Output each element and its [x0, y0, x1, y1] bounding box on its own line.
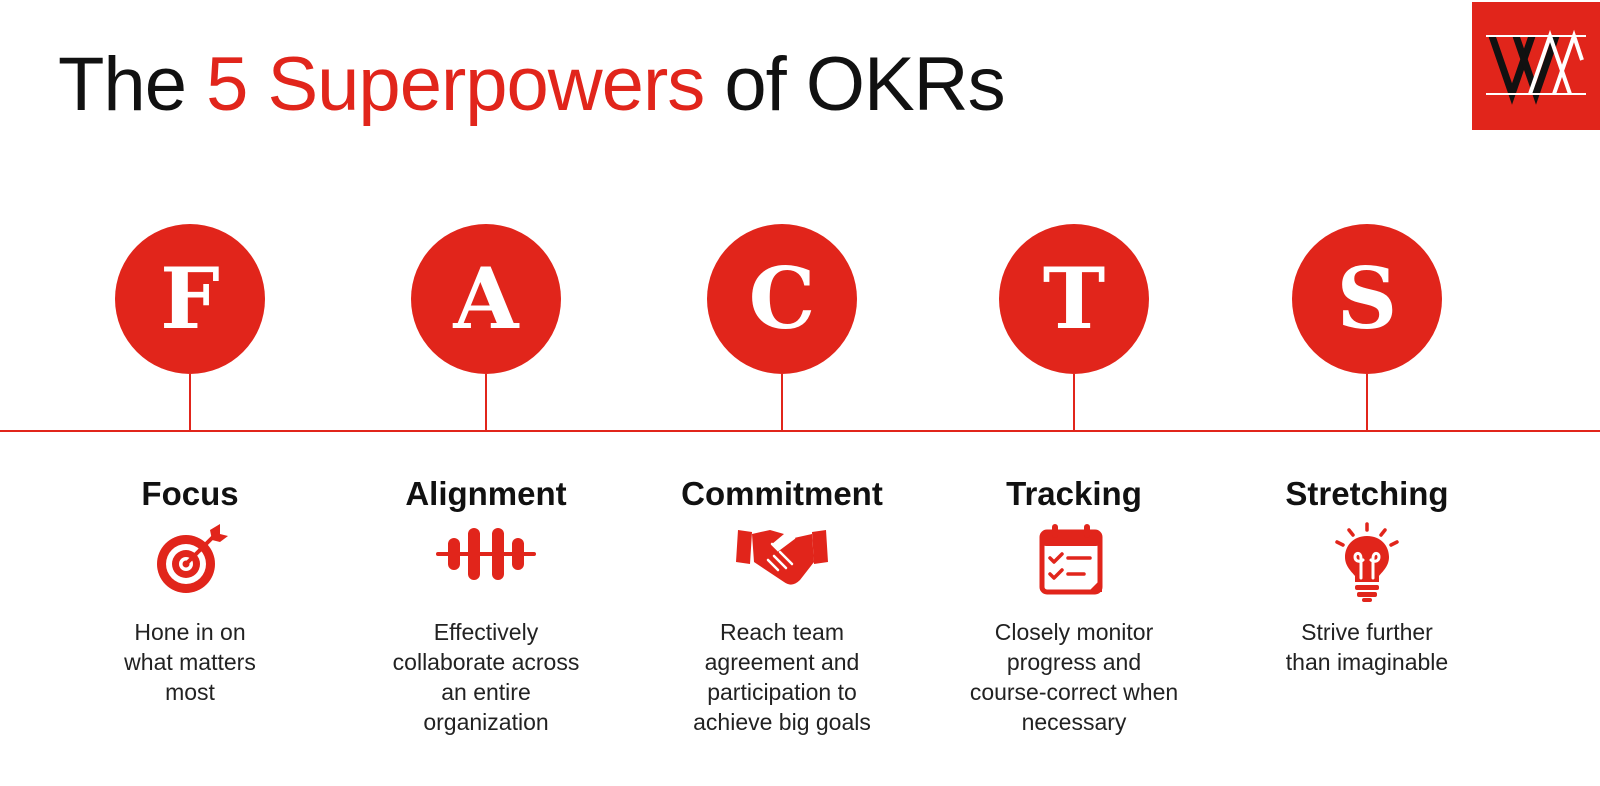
superpower-name: Commitment [681, 475, 883, 512]
superpower-description: Effectively collaborate across an entire… [356, 617, 616, 737]
alignment-icon [436, 522, 536, 602]
superpower-description: Strive further than imaginable [1237, 617, 1497, 677]
description-line: organization [423, 709, 549, 735]
description-line: Reach team [719, 619, 844, 645]
title-suffix: of OKRs [704, 42, 1005, 127]
letter-circle: S [1292, 224, 1442, 374]
superpower-name: Focus [141, 475, 239, 512]
superpower-name: Tracking [1006, 475, 1142, 512]
superpower-name: Alignment [405, 475, 567, 512]
timeline-connector [1366, 374, 1368, 431]
timeline-connector [485, 374, 487, 431]
letter-circle: A [411, 224, 561, 374]
superpower-name: Stretching [1285, 475, 1449, 512]
title-accent: 5 Superpowers [206, 42, 705, 127]
superpower-stretching: S Stretching Strive further than imagina… [1237, 0, 1497, 786]
target-icon [150, 522, 230, 602]
description-line: participation to [707, 679, 857, 705]
description-line: collaborate across [392, 649, 580, 675]
letter-circle: F [115, 224, 265, 374]
calendar-checklist-icon [1034, 522, 1114, 602]
description-line: Effectively [433, 619, 539, 645]
description-line: what matters [124, 649, 256, 675]
timeline-line [0, 430, 1600, 432]
letter-circle: C [707, 224, 857, 374]
handshake-icon [732, 522, 832, 602]
description-line: than imaginable [1285, 649, 1449, 675]
description-line: course-correct when [969, 679, 1179, 705]
title-prefix: The [58, 42, 207, 127]
superpower-tracking: T Tracking Closely monitor progress and … [944, 0, 1204, 786]
superpower-description: Hone in on what matters most [60, 617, 320, 707]
description-line: agreement and [704, 649, 860, 675]
description-line: an entire [441, 679, 531, 705]
letter-circle: T [999, 224, 1149, 374]
page-title: The 5 Superpowers of OKRs [58, 40, 1006, 130]
superpower-description: Closely monitor progress and course-corr… [944, 617, 1204, 737]
timeline-connector [781, 374, 783, 431]
description-line: most [165, 679, 215, 705]
brand-logo [1472, 2, 1600, 130]
timeline-connector [189, 374, 191, 431]
description-line: progress and [1006, 649, 1142, 675]
description-line: necessary [1021, 709, 1127, 735]
superpower-commitment: C Commitment Reach team agreement and pa… [652, 0, 912, 786]
timeline-connector [1073, 374, 1075, 431]
superpower-alignment: A Alignment Effectively collaborate acro… [356, 0, 616, 786]
logo-mark [1486, 29, 1586, 105]
description-line: Strive further [1301, 619, 1433, 645]
description-line: Hone in on [134, 619, 246, 645]
lightbulb-icon [1327, 522, 1407, 602]
superpower-focus: F Focus Hone in on what matters most [60, 0, 320, 786]
description-line: Closely monitor [994, 619, 1154, 645]
superpower-description: Reach team agreement and participation t… [652, 617, 912, 737]
description-line: achieve big goals [693, 709, 871, 735]
